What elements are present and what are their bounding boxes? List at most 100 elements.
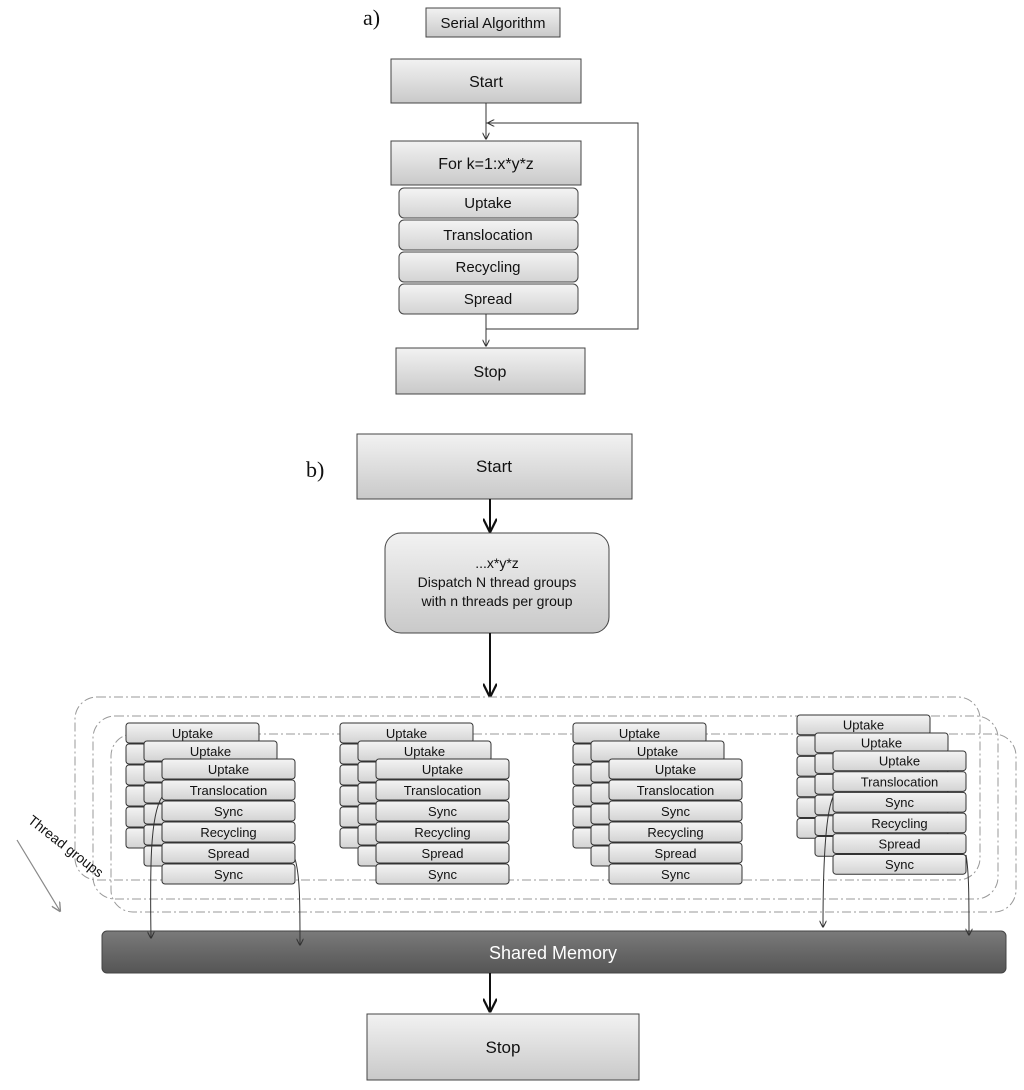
dispatch-line-1: ...x*y*z — [475, 555, 519, 571]
thread-step-label: Translocation — [190, 783, 268, 798]
thread-step-uptake: Uptake — [375, 758, 510, 780]
thread-step-uptake: Uptake — [339, 722, 474, 744]
thread-stack-layer-3: UptakeTranslocationSyncRecyclingSpreadSy… — [375, 758, 510, 885]
serial-step-label: Uptake — [464, 195, 512, 212]
thread-step-label: Sync — [214, 804, 243, 819]
serial-step-label: Spread — [464, 291, 512, 308]
thread-step-label: Recycling — [414, 825, 470, 840]
dispatch-line-2: Dispatch N thread groups — [418, 574, 577, 590]
thread-stack-layer-3: UptakeTranslocationSyncRecyclingSpreadSy… — [161, 758, 296, 885]
thread-step-label: Recycling — [200, 825, 256, 840]
thread-step-spread: Spread — [375, 842, 510, 864]
serial-loop-box: For k=1:x*y*z — [390, 140, 582, 186]
thread-step-sync: Sync — [375, 800, 510, 822]
thread-step-recycling: Recycling — [832, 812, 967, 834]
thread-step-spread: Spread — [161, 842, 296, 864]
thread-step-uptake: Uptake — [143, 740, 278, 762]
thread-groups: UptakeUptakeUptakeTranslocationSyncRecyc… — [125, 714, 967, 885]
thread-step-translocation: Translocation — [608, 779, 743, 801]
thread-step-uptake: Uptake — [608, 758, 743, 780]
parallel-start-box: Start — [356, 433, 633, 500]
thread-step-uptake: Uptake — [357, 740, 492, 762]
thread-step-recycling: Recycling — [375, 821, 510, 843]
dispatch-line-3: with n threads per group — [421, 593, 573, 609]
serial-step-recycling: Recycling — [398, 251, 579, 283]
thread-step-label: Sync — [885, 795, 914, 810]
thread-step-translocation: Translocation — [161, 779, 296, 801]
thread-step-label: Uptake — [879, 754, 920, 769]
serial-step-label: Translocation — [443, 227, 533, 244]
svg-text:Shared Memory: Shared Memory — [489, 943, 617, 963]
thread-step-recycling: Recycling — [608, 821, 743, 843]
svg-text:For k=1:x*y*z: For k=1:x*y*z — [438, 156, 534, 173]
thread-step-label: Sync — [214, 867, 243, 882]
thread-group-3: UptakeUptakeUptakeTranslocationSyncRecyc… — [572, 722, 743, 885]
shared-memory-arrows — [151, 796, 969, 945]
serial-algorithm-title: Serial Algorithm — [425, 7, 561, 38]
thread-step-sync: Sync — [161, 863, 296, 885]
thread-group-1: UptakeUptakeUptakeTranslocationSyncRecyc… — [125, 722, 296, 885]
thread-step-label: Uptake — [386, 726, 427, 741]
thread-step-label: Uptake — [172, 726, 213, 741]
thread-step-uptake: Uptake — [796, 714, 931, 736]
thread-step-label: Recycling — [871, 816, 927, 831]
thread-step-label: Spread — [655, 846, 697, 861]
serial-step-translocation: Translocation — [398, 219, 579, 251]
thread-group-outlines — [74, 696, 1017, 913]
thread-step-label: Translocation — [637, 783, 715, 798]
svg-text:Stop: Stop — [486, 1038, 521, 1057]
thread-step-label: Uptake — [422, 762, 463, 777]
thread-step-sync: Sync — [161, 800, 296, 822]
thread-step-label: Sync — [428, 867, 457, 882]
thread-step-label: Uptake — [843, 718, 884, 733]
thread-step-uptake: Uptake — [572, 722, 707, 744]
thread-group-4: UptakeUptakeUptakeTranslocationSyncRecyc… — [796, 714, 967, 875]
thread-step-label: Uptake — [190, 744, 231, 759]
thread-step-sync: Sync — [608, 863, 743, 885]
thread-step-uptake: Uptake — [832, 750, 967, 772]
panel-b-label: b) — [306, 457, 324, 482]
thread-step-label: Uptake — [208, 762, 249, 777]
thread-step-label: Spread — [879, 837, 921, 852]
serial-step-spread: Spread — [398, 283, 579, 315]
thread-step-sync: Sync — [608, 800, 743, 822]
thread-stack-layer-3: UptakeTranslocationSyncRecyclingSpreadSy… — [832, 750, 967, 875]
thread-step-uptake: Uptake — [161, 758, 296, 780]
thread-step-sync: Sync — [832, 854, 967, 875]
thread-step-sync: Sync — [832, 791, 967, 813]
shared-memory-bar: Shared Memory — [101, 930, 1007, 974]
thread-step-label: Translocation — [404, 783, 482, 798]
thread-step-translocation: Translocation — [375, 779, 510, 801]
thread-groups-label: Thread groups — [25, 812, 107, 881]
thread-step-uptake: Uptake — [590, 740, 725, 762]
thread-step-label: Recycling — [647, 825, 703, 840]
thread-step-label: Uptake — [619, 726, 660, 741]
svg-text:Serial Algorithm: Serial Algorithm — [440, 15, 545, 32]
thread-step-label: Uptake — [861, 736, 902, 751]
thread-step-label: Uptake — [404, 744, 445, 759]
parallel-stop-box: Stop — [366, 1013, 640, 1081]
thread-step-label: Sync — [428, 804, 457, 819]
thread-step-uptake: Uptake — [125, 722, 260, 744]
serial-start-box: Start — [390, 58, 582, 104]
thread-groups-arrow — [16, 839, 60, 911]
dispatch-box: ...x*y*z Dispatch N thread groups with n… — [384, 532, 610, 634]
serial-stop-box: Stop — [395, 347, 586, 395]
panel-a-label: a) — [363, 5, 380, 30]
svg-text:Stop: Stop — [474, 364, 507, 381]
thread-step-uptake: Uptake — [814, 732, 949, 754]
serial-step-label: Recycling — [455, 259, 520, 276]
svg-text:Start: Start — [476, 457, 512, 476]
thread-step-label: Uptake — [637, 744, 678, 759]
thread-step-translocation: Translocation — [832, 771, 967, 792]
serial-step-uptake: Uptake — [398, 187, 579, 219]
thread-step-spread: Spread — [832, 833, 967, 854]
thread-step-recycling: Recycling — [161, 821, 296, 843]
thread-step-spread: Spread — [608, 842, 743, 864]
thread-step-label: Spread — [208, 846, 250, 861]
thread-step-label: Sync — [661, 867, 690, 882]
thread-step-label: Sync — [885, 857, 914, 872]
thread-stack-layer-3: UptakeTranslocationSyncRecyclingSpreadSy… — [608, 758, 743, 885]
thread-step-sync: Sync — [375, 863, 510, 885]
